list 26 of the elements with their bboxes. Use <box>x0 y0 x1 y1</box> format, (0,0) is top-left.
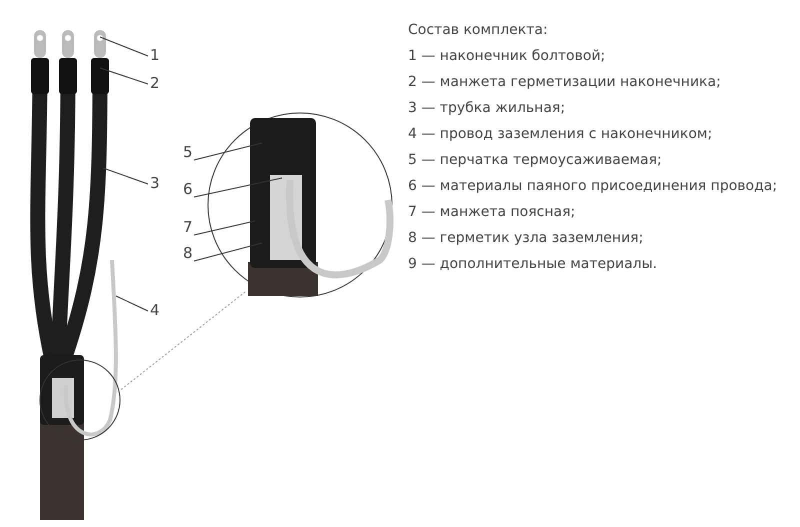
leader-line <box>194 220 256 236</box>
list-heading: Состав комплекта: <box>408 21 548 39</box>
callout-number: 5 <box>183 143 193 161</box>
callout-number: 4 <box>150 301 160 319</box>
list-item: 4 — провод заземления с наконечником; <box>408 125 712 143</box>
callout-number: 2 <box>150 74 160 92</box>
callout-number: 6 <box>183 180 193 198</box>
leader-line <box>194 242 262 262</box>
list-item: 5 — перчатка термоусаживаемая; <box>408 151 662 169</box>
leader-line <box>100 36 148 56</box>
leader-line <box>100 68 148 84</box>
list-item: 6 — материалы паяного присоединения провода; <box>408 177 778 195</box>
list-item: 1 — наконечник болтовой; <box>408 47 606 65</box>
list-item: 8 — герметик узла заземления; <box>408 229 644 247</box>
list-item: 9 — дополнительные материалы. <box>408 255 658 273</box>
leader-line <box>102 168 148 184</box>
list-item: 3 — трубка жильная; <box>408 99 566 117</box>
callout-number: 3 <box>150 174 160 192</box>
leader-line <box>194 142 262 160</box>
leader-line <box>194 178 282 198</box>
list-item: 7 — манжета поясная; <box>408 203 576 221</box>
leader-line <box>116 296 148 312</box>
callout-number: 1 <box>150 46 160 64</box>
callout-number: 8 <box>183 244 193 262</box>
callout-number: 7 <box>183 218 193 236</box>
list-item: 2 — манжета герметизации наконечника; <box>408 73 721 91</box>
